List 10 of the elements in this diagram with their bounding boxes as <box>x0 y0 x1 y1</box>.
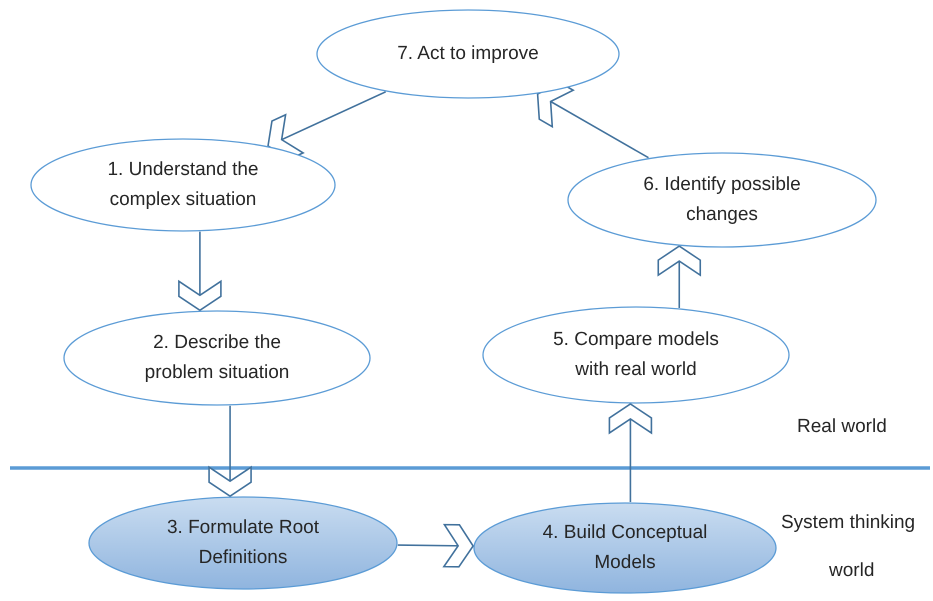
step-label: 1. Understand the complex situation <box>106 158 260 212</box>
step-label: 6. Identify possible changes <box>642 173 802 227</box>
step-label: 2. Describe the problem situation <box>144 331 290 385</box>
region-label: Real world <box>797 416 887 438</box>
step-label: 4. Build Conceptual Models <box>542 521 708 575</box>
step-label: 5. Compare models with real world <box>552 328 720 382</box>
region-label: System thinking <box>781 512 916 534</box>
step-label: 7. Act to improve <box>396 42 540 66</box>
region-label: world <box>829 560 874 582</box>
step-label: 3. Formulate Root Definitions <box>166 516 320 570</box>
